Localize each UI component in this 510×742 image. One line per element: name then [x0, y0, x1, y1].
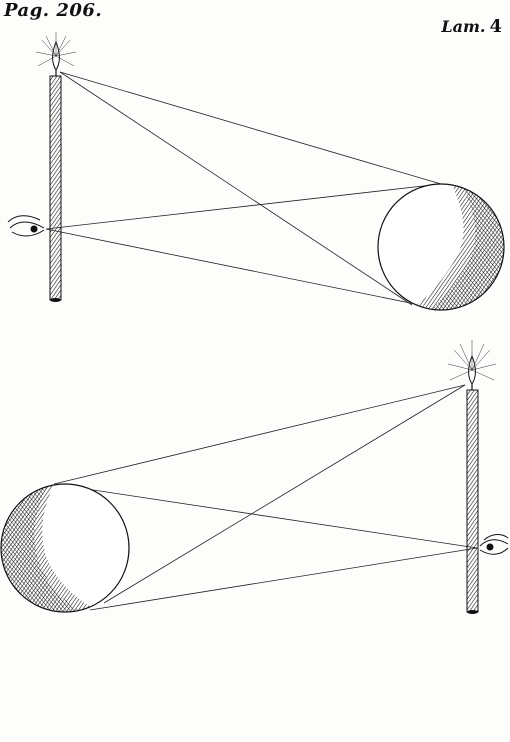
- lower-eye-icon: [479, 534, 509, 555]
- lower-candle: [466, 384, 479, 614]
- upper-figure: [7, 32, 505, 311]
- plate-number-label: Lam.4: [441, 16, 502, 37]
- upper-eye-icon: [7, 215, 45, 237]
- lower-flame-icon: [447, 340, 497, 385]
- plate-number: 4: [489, 16, 502, 37]
- lower-sphere: [0, 483, 130, 613]
- upper-candle: [49, 70, 62, 302]
- upper-sphere: [377, 183, 505, 311]
- plate-label: Lam.: [441, 17, 486, 36]
- lower-figure: [0, 340, 509, 614]
- upper-light-rays: [45, 71, 442, 307]
- page-reference: Pag. 206.: [4, 0, 103, 21]
- upper-flame-icon: [35, 32, 77, 71]
- lower-light-rays: [53, 384, 478, 611]
